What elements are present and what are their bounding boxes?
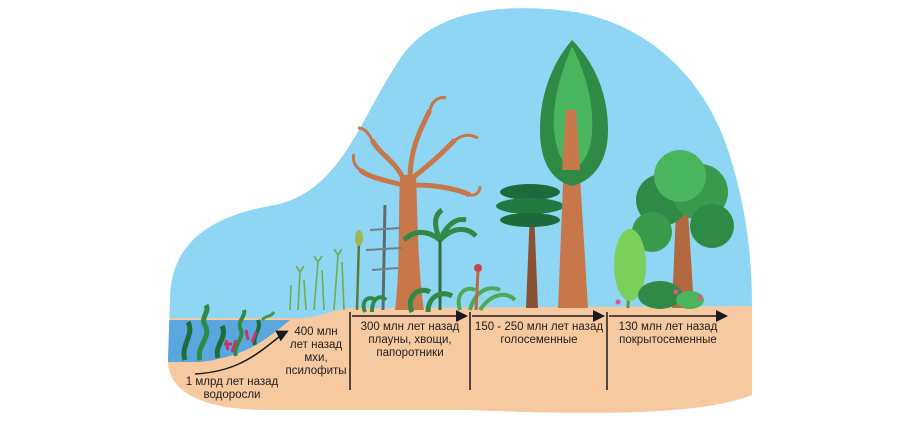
stage-name: папоротники	[376, 347, 444, 359]
stage-label-algae: 1 млрд лет назад водоросли	[178, 376, 286, 402]
stage-period: 1 млрд лет назад	[185, 376, 279, 388]
stage-label-angiosperms: 130 млн лет назад покрытосеменные	[609, 321, 727, 347]
algae-illustration	[181, 303, 276, 361]
ground	[168, 306, 752, 413]
timeline-arrow-1	[194, 330, 289, 375]
stage-period: 400 млн	[294, 326, 338, 338]
ferns-illustration	[351, 96, 517, 313]
stage-line: лет назад	[289, 339, 343, 351]
timeline	[194, 310, 728, 390]
stage-label-ferns: 300 млн лет назад плауны, хвощи, папорот…	[352, 321, 468, 360]
stage-period: 300 млн лет назад	[360, 321, 460, 333]
stage-period: 130 млн лет назад	[618, 321, 718, 333]
stage-line: плауны, хвощи,	[368, 334, 452, 346]
stage-name: покрытосеменные	[619, 334, 717, 346]
gymnosperms-illustration	[496, 40, 608, 308]
stage-name: водоросли	[203, 389, 261, 401]
stage-label-gymnosperms: 150 - 250 млн лет назад голосеменные	[472, 321, 606, 347]
psilophytes-illustration	[289, 248, 345, 311]
angiosperms-illustration	[614, 150, 734, 309]
stage-label-psilophytes: 400 млн лет назад мхи, псилофиты	[283, 326, 349, 378]
stage-name: псилофиты	[285, 365, 347, 377]
stage-name: голосеменные	[500, 334, 578, 346]
stage-line: мхи,	[304, 352, 328, 364]
stage-period: 150 - 250 млн лет назад	[474, 321, 604, 333]
